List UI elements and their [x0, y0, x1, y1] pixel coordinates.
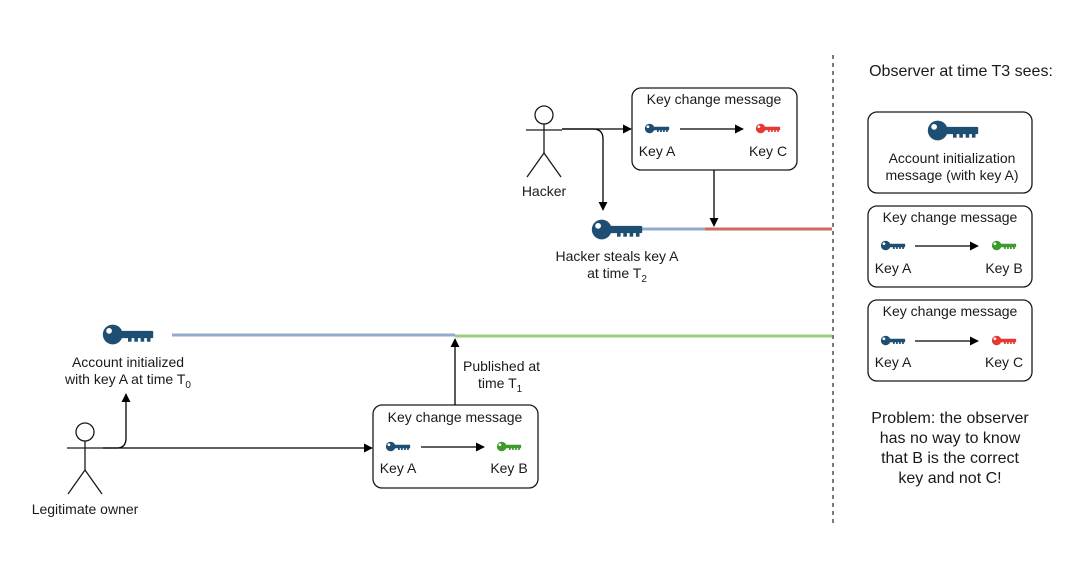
- observer-message-key-c: Key change message Key A Key C: [867, 299, 1033, 382]
- hacker-message-title: Key change message: [647, 91, 782, 107]
- account-initialized-line2-text: with key A at time T: [64, 371, 186, 387]
- observer-message-c-from: Key A: [875, 354, 912, 370]
- legitimate-owner-figure: [67, 422, 103, 495]
- observer-problem-text: Problem: the observer has no way to know…: [871, 410, 1029, 487]
- hacker-steal-arrow: [562, 128, 608, 211]
- hacker-steals-line2: at time T2: [587, 265, 647, 285]
- stolen-key-a-icon: [591, 219, 643, 240]
- hacker-steals-sub: 2: [641, 274, 647, 285]
- published-line2-text: time T: [478, 375, 517, 391]
- owner-init-arrow: [103, 393, 131, 449]
- owner-message-title: Key change message: [388, 409, 523, 425]
- published-line1: Published at: [463, 358, 540, 374]
- observer-init-line1: Account initialization: [889, 150, 1016, 166]
- problem-line: has no way to know: [880, 430, 1021, 447]
- published-line2: time T1: [478, 375, 523, 395]
- account-initialized-line2: with key A at time T0: [64, 371, 191, 391]
- problem-line: key and not C!: [898, 470, 1001, 487]
- hacker-steals-line2-text: at time T: [587, 265, 642, 281]
- legitimate-owner-label: Legitimate owner: [32, 501, 139, 517]
- hacker-figure: [526, 105, 562, 178]
- hacker-steals-line1: Hacker steals key A: [556, 248, 680, 264]
- owner-key-change-message: Key change message Key A Key B: [372, 404, 539, 489]
- problem-line: that B is the correct: [881, 450, 1019, 467]
- observer-message-b-from: Key A: [875, 260, 912, 276]
- hacker-message-from-label: Key A: [639, 143, 676, 159]
- owner-message-to-label: Key B: [490, 460, 527, 476]
- account-initialized-sub: 0: [185, 380, 191, 391]
- observer-message-b-title: Key change message: [883, 209, 1018, 225]
- owner-key-a-icon: [102, 324, 154, 345]
- observer-heading: Observer at time T3 sees:: [869, 63, 1053, 80]
- account-initialized-line1: Account initialized: [72, 354, 184, 370]
- published-sub: 1: [517, 384, 523, 395]
- hacker-label: Hacker: [522, 183, 567, 199]
- observer-message-b-to: Key B: [985, 260, 1022, 276]
- observer-message-c-title: Key change message: [883, 303, 1018, 319]
- hacker-key-change-message: Key change message Key A Key C: [631, 87, 798, 171]
- problem-line: Problem: the observer: [871, 410, 1029, 427]
- owner-message-from-label: Key A: [380, 460, 417, 476]
- observer-message-key-b: Key change message Key A Key B: [867, 205, 1033, 288]
- observer-message-c-to: Key C: [985, 354, 1023, 370]
- hacker-message-to-label: Key C: [749, 143, 787, 159]
- observer-init-box: Account initialization message (with key…: [867, 111, 1033, 194]
- observer-init-line2: message (with key A): [885, 167, 1018, 183]
